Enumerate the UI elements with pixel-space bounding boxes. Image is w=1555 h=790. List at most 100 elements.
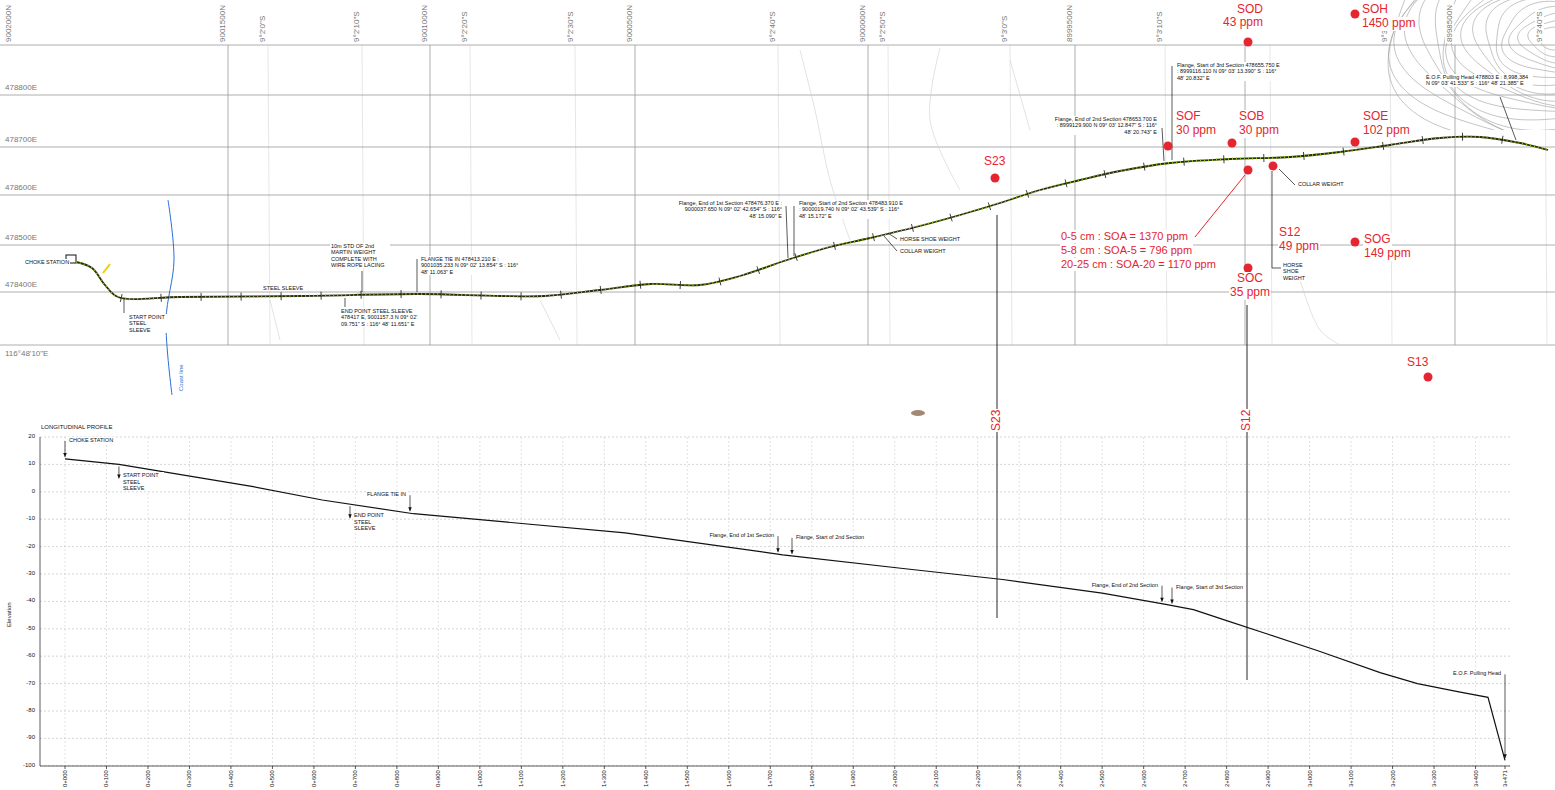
chainage-label: 2+400 bbox=[1058, 769, 1065, 788]
chainage-gridline bbox=[936, 437, 937, 766]
callout-note: HORSE SHOE WEIGHT bbox=[899, 236, 961, 242]
arrow-head bbox=[776, 548, 780, 552]
profile-leaders bbox=[63, 441, 1507, 758]
elevation-gridline bbox=[40, 711, 1510, 712]
elevation-gridline bbox=[40, 546, 1510, 547]
callout-note: Flange, Start of 3rd Section 478655.750 … bbox=[1176, 62, 1282, 81]
sample-id: SOE bbox=[1362, 110, 1389, 124]
callout-note: CHOKE STATION bbox=[24, 259, 70, 265]
sample-id: SOG bbox=[1363, 233, 1392, 247]
grid-label: 9°3'40"S bbox=[1535, 10, 1544, 43]
elevation-gridline bbox=[40, 628, 1510, 629]
sample-id: S13 bbox=[1406, 356, 1429, 370]
profile-line bbox=[65, 459, 1505, 760]
sample-point bbox=[1164, 142, 1173, 151]
chainage-gridline bbox=[106, 437, 107, 766]
axis bbox=[40, 437, 1510, 766]
sample-value: 49 ppm bbox=[1278, 240, 1320, 254]
chainage-tick bbox=[795, 253, 797, 261]
sample-point bbox=[1269, 162, 1278, 171]
sample-id: S12 bbox=[1278, 226, 1301, 240]
elevation-tick: 0 bbox=[31, 488, 36, 495]
grid-label: 9002000N bbox=[4, 4, 13, 43]
chainage-gridline bbox=[438, 437, 439, 766]
sample-id: SOF bbox=[1175, 110, 1202, 124]
chainage-tick bbox=[1065, 179, 1067, 187]
profile-callout: CHOKE STATION bbox=[68, 437, 114, 443]
callout-note: E.O.F. Pulling Head 478803 E : 8,998,384… bbox=[1425, 74, 1533, 87]
callout-note: STEEL SLEEVE bbox=[262, 285, 304, 291]
chainage-gridline bbox=[728, 437, 729, 766]
chainage-ticks bbox=[120, 133, 1503, 302]
chainage-tick bbox=[911, 224, 913, 232]
chainage-gridline bbox=[1392, 437, 1393, 766]
chainage-tick bbox=[639, 281, 641, 289]
chainage-gridline bbox=[355, 437, 356, 766]
grid-line bbox=[0, 292, 1555, 293]
chainage-gridline bbox=[272, 437, 273, 766]
callout-note: Flange, End of 1st Section 478476.370 E … bbox=[677, 200, 783, 219]
sample-point bbox=[1351, 238, 1360, 247]
chainage-tick bbox=[988, 202, 990, 210]
depth-reading: 5-8 cm : SOA-5 = 796 ppm bbox=[1060, 244, 1193, 257]
contour-line bbox=[1419, 0, 1555, 130]
sample-value: 149 ppm bbox=[1363, 247, 1412, 261]
chainage-label: 1+500 bbox=[684, 769, 691, 788]
chainage-label: 3+200 bbox=[1390, 769, 1397, 788]
chainage-gridline bbox=[65, 437, 66, 766]
contour-line bbox=[1394, 0, 1555, 130]
chainage-label: 2+000 bbox=[892, 769, 899, 788]
profile-callout: FLANGE TIE IN bbox=[366, 491, 407, 497]
sample-point bbox=[1244, 38, 1253, 47]
sample-points bbox=[991, 10, 1433, 382]
arrow-head bbox=[63, 453, 67, 457]
section-line bbox=[1247, 305, 1248, 680]
chainage-tick bbox=[1462, 133, 1463, 141]
grid-label: 9000000N bbox=[858, 4, 867, 43]
chainage-label: 2+500 bbox=[1099, 769, 1106, 788]
chainage-gridline bbox=[1143, 437, 1144, 766]
elevation-tick: -100 bbox=[22, 762, 36, 769]
chainage-label: 2+300 bbox=[1016, 769, 1023, 788]
sample-value: 43 ppm bbox=[1222, 16, 1264, 30]
leader-line bbox=[417, 259, 418, 292]
grid-label: 9001500N bbox=[218, 4, 227, 43]
chainage-gridline bbox=[1309, 437, 1310, 766]
chainage-gridline bbox=[645, 437, 646, 766]
chainage-label: 0+000 bbox=[62, 769, 69, 788]
callout-note: 10m STD OF 2nd MARTIN WEIGHT COMPLETE WI… bbox=[330, 243, 390, 268]
chainage-gridline bbox=[604, 437, 605, 766]
sample-value: 35 ppm bbox=[1229, 286, 1271, 300]
pipeline-overlay bbox=[76, 137, 1548, 300]
elevation-gridline bbox=[40, 738, 1510, 739]
chainage-label: 2+900 bbox=[1265, 769, 1272, 788]
chainage-label: 2+600 bbox=[1141, 769, 1148, 788]
chainage-gridline bbox=[1434, 437, 1435, 766]
chainage-gridline bbox=[189, 437, 190, 766]
chainage-tick bbox=[560, 291, 562, 299]
chainage-tick bbox=[950, 214, 952, 222]
chainage-gridline bbox=[853, 437, 854, 766]
contour-line bbox=[1451, 0, 1555, 107]
chainage-gridline bbox=[894, 437, 895, 766]
chainage-tick bbox=[1183, 158, 1185, 166]
grid-label: 9°2'40"S bbox=[768, 10, 777, 43]
chainage-tick bbox=[757, 266, 760, 274]
callout-note: COLLAR WEIGHT bbox=[1297, 181, 1345, 187]
elevation-tick: -40 bbox=[25, 597, 36, 604]
grid-label: 9°2'50"S bbox=[878, 10, 887, 43]
grid-line bbox=[0, 95, 1555, 96]
section-label: S23 bbox=[990, 409, 1004, 432]
elevation-gridline bbox=[40, 683, 1510, 684]
chainage-gridline bbox=[1226, 437, 1227, 766]
chainage-tick bbox=[160, 294, 162, 302]
chainage-label: 1+700 bbox=[767, 769, 774, 788]
grid-label: 9°2'0"S bbox=[258, 15, 267, 43]
profile-callout: END POINT STEEL SLEEVE bbox=[353, 512, 391, 531]
grid-line bbox=[0, 195, 1555, 196]
contour-line bbox=[1435, 0, 1555, 120]
sample-id: SOD bbox=[1236, 3, 1264, 17]
chainage-tick bbox=[1343, 148, 1344, 156]
